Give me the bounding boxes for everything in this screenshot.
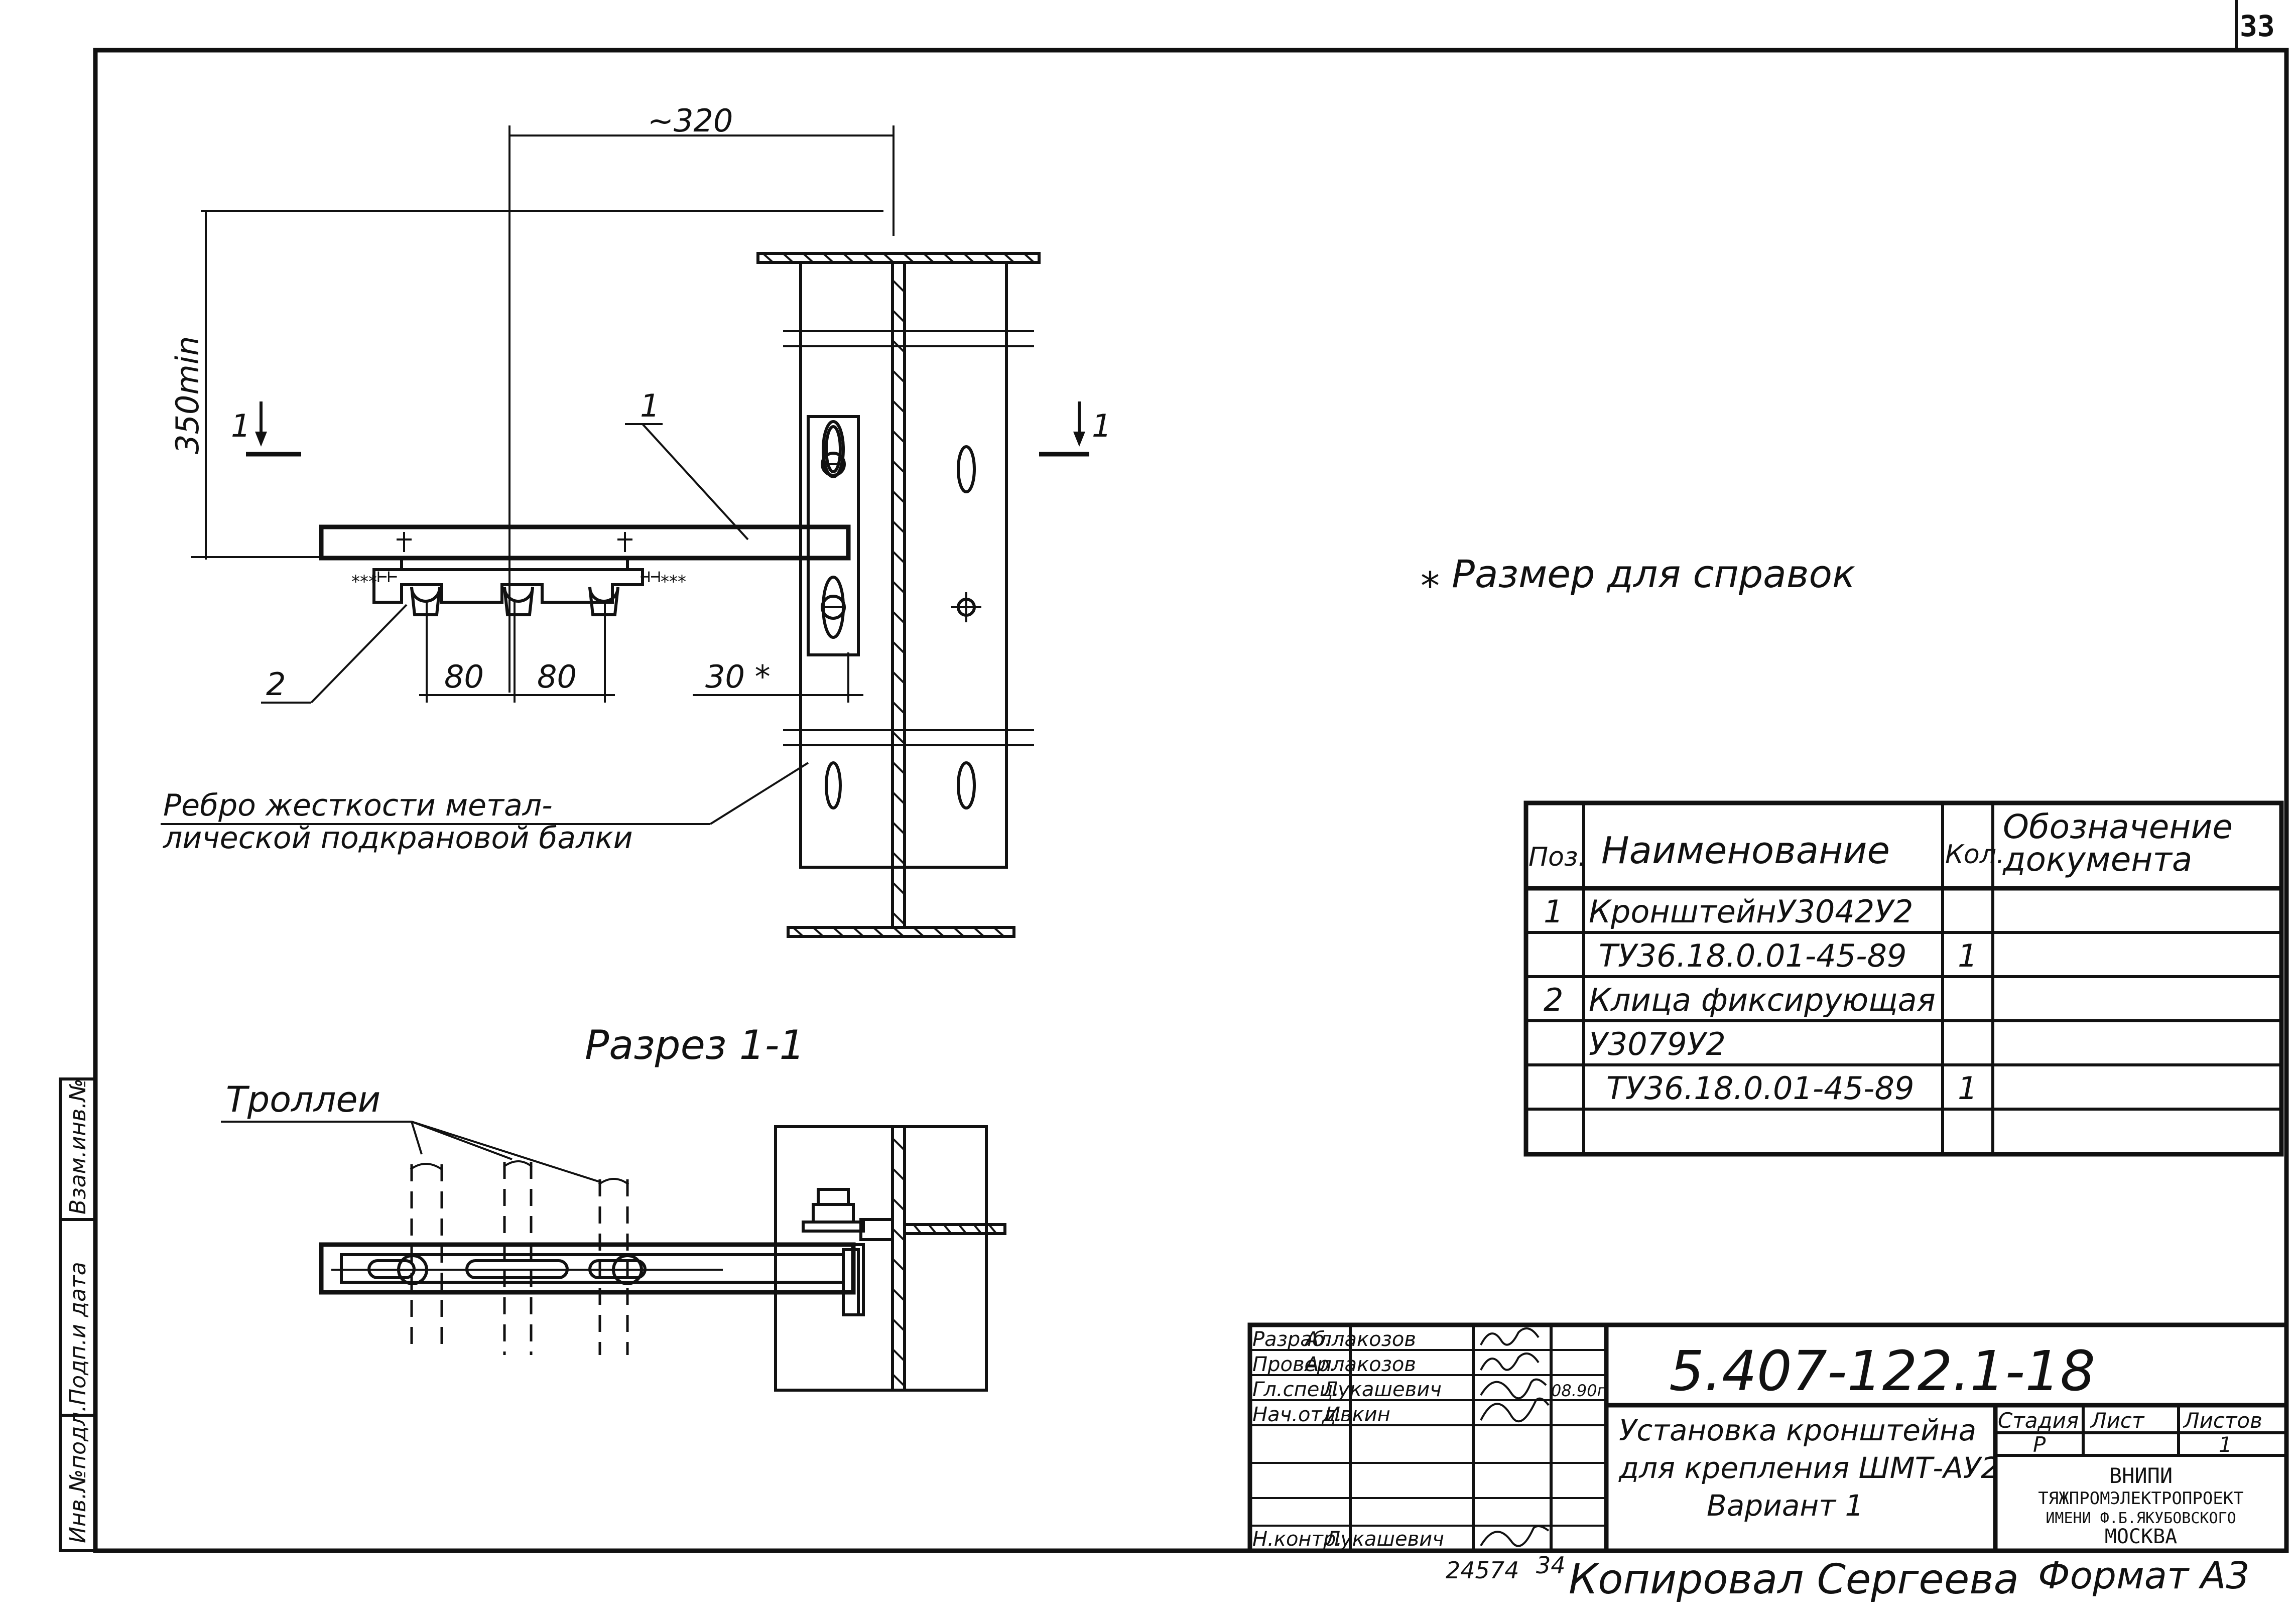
spec-row-name: У3079У2 [1589,1026,1726,1062]
dim-pitch-1: 80 [444,658,484,695]
callout-2: 2 [266,666,286,703]
org-line1: ВНИПИ [2109,1463,2173,1488]
sheet-number: 33 [2240,9,2275,43]
copied-by: Копировал Сергеева [1569,1556,2019,1603]
role-label: Н.контр. [1252,1528,1342,1551]
stage-header: Стадия [1998,1408,2079,1433]
svg-text:⁎⁎⁎⊢⊢: ⁎⁎⁎⊢⊢ [351,567,398,587]
signature-mark [1480,1525,1550,1547]
callout-1: 1 [640,387,660,424]
role-date: 08.90г [1551,1381,1606,1400]
dim-offset: 30 * [705,658,771,695]
spec-row-name: Клица фиксирующая [1589,982,1936,1018]
svg-text:⊣⊣⁎⁎⁎: ⊣⊣⁎⁎⁎ [640,567,686,587]
stage-value: Р [2033,1432,2046,1457]
role-label: Нач.отд. [1252,1403,1342,1426]
side-stamp-sign-date: Подп.и дата [65,1262,91,1405]
role-name: Аллакозов [1304,1328,1416,1351]
side-stamp-replace-inv: Взам.инв.№ [65,1078,91,1214]
dim-height: 350min [169,336,206,454]
title-block: Разраб. Аллакозов Провер. Аллакозов Гл.с… [1247,1322,2289,1553]
role-label: Гл.спец. [1252,1378,1339,1401]
side-stamp: Взам.инв.№ Подп.и дата Инв.№подл. [59,1077,97,1552]
sheet-header: Лист [2090,1408,2145,1433]
signature-mark [1480,1352,1540,1371]
main-view: ~320 350min 1 1 [161,102,1111,938]
fixing-clips: ⁎⁎⁎⊢⊢ ⊣⊣⁎⁎⁎ [351,532,686,616]
rib-label-line1: Ребро жесткости метал- [163,788,553,823]
org-line4: МОСКВА [2105,1525,2178,1548]
spec-row-name: КронштейнУ3042У2 [1589,893,1913,930]
org-line3: ИМЕНИ Ф.Б.ЯКУБОВСКОГО [2046,1510,2236,1527]
sheets-value: 1 [2219,1432,2232,1457]
section-view: Разрез 1-1 Троллеи [221,1022,1006,1392]
spec-row-pos: 1 [1544,893,1563,930]
role-name: Лукашевич [1324,1528,1444,1551]
drawing-frame [93,48,2289,1553]
signature-mark [1480,1327,1540,1346]
role-name: Лукашевич [1322,1378,1442,1401]
role-label: Разраб. [1252,1328,1331,1351]
reference-note: ⁎ Размер для справок [1421,552,1855,596]
dim-pitch-2: 80 [537,658,577,695]
title-line1: Установка кронштейна [1619,1413,1976,1447]
spec-row-name: ТУ36.18.0.01-45-89 [1606,1070,1914,1107]
doc-code: 5.407-122.1-18 [1669,1339,2095,1403]
spec-header-name: Наименование [1601,829,1890,872]
rib-label-line2: лической подкрановой балки [163,821,633,856]
archive-number: 24574 [1446,1557,1519,1584]
spec-header-qty: Кол. [1945,840,2005,870]
spec-header-doc-2: документа [2002,840,2192,879]
role-name: Аллакозов [1304,1353,1416,1376]
dim-width: ~320 [648,102,733,139]
sheets-header: Листов [2183,1408,2262,1433]
format-label: Формат А3 [2038,1554,2249,1597]
spec-row-pos: 2 [1544,982,1563,1018]
spec-row-name: ТУ36.18.0.01-45-89 [1599,937,1906,974]
org-line2: ТЯЖПРОМЭЛЕКТРОПРОЕКТ [2038,1488,2243,1509]
title-line3: Вариант 1 [1707,1488,1863,1523]
section-mark-right: 1 [1092,408,1111,444]
trolley-label: Троллеи [226,1079,380,1120]
title-line2: для крепления ШМТ-АУ2 [1618,1451,1999,1485]
signature-mark [1480,1378,1547,1400]
role-label: Провер. [1252,1353,1336,1376]
section-title: Разрез 1-1 [585,1022,805,1068]
spec-row-qty: 1 [1958,937,1977,974]
spec-header-doc-1: Обозначение [2003,807,2233,846]
role-name: Ивкин [1325,1403,1390,1426]
signature-mark [1480,1397,1550,1422]
section-mark-left: 1 [231,408,250,444]
archive-sheet: 34 [1536,1552,1566,1579]
spec-header-pos: Поз. [1528,842,1586,872]
spec-row-qty: 1 [1958,1070,1977,1107]
side-stamp-inv-no: Инв.№подл. [65,1405,91,1543]
spec-table: Поз. Наименование Кол. Обозначение докум… [1523,800,2284,1157]
